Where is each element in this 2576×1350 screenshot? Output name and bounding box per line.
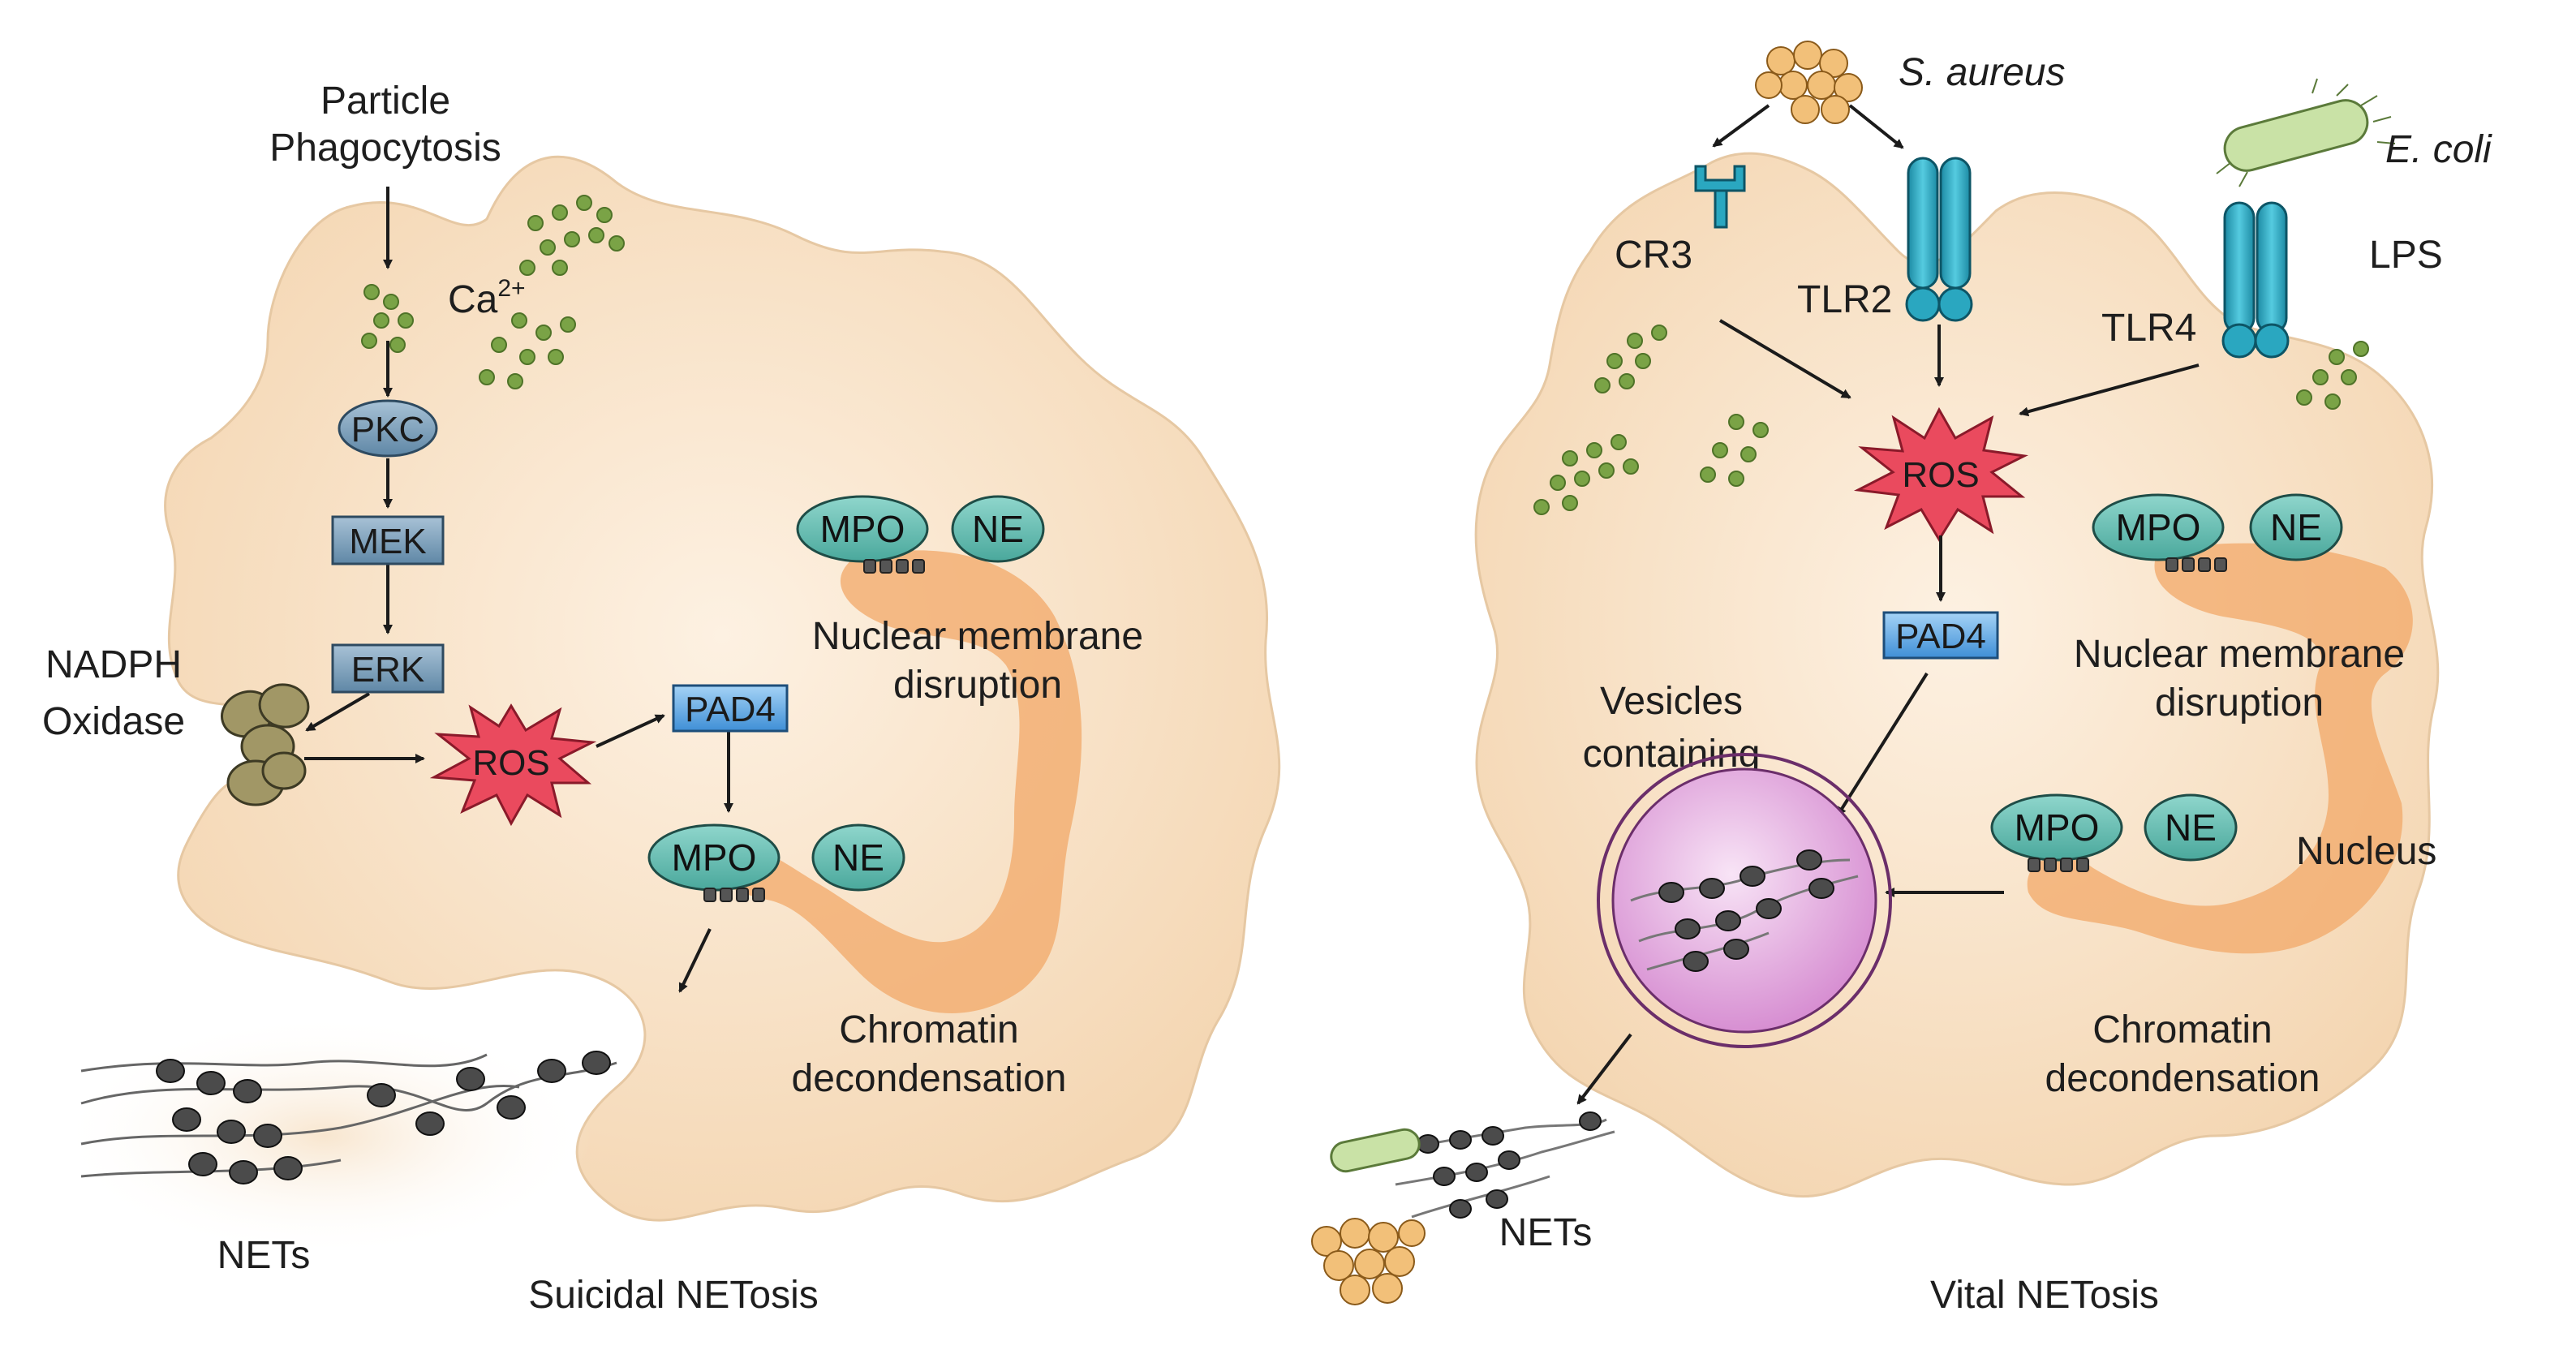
calcium-dots-right (1533, 325, 2369, 515)
nucleosomes-upper-left (863, 559, 925, 574)
membrane-label-1-left: Nuclear membrane (812, 615, 1143, 658)
nucleosomes-upper-right (2165, 557, 2227, 572)
mpo-lower-right (1990, 793, 2123, 862)
ne-label-lower-right: NE (2165, 806, 2217, 849)
chromatin-label-2-right: decondensation (2045, 1057, 2320, 1100)
nadph-label-1: NADPH (45, 643, 182, 686)
pad4-label-left: PAD4 (685, 690, 776, 729)
mpo-label-lower-right: MPO (2015, 806, 2100, 849)
cr3-receptor (1694, 165, 1746, 229)
nets-nucleosomes-right (1417, 1111, 1602, 1219)
tlr4-receptor (2221, 201, 2290, 359)
ros-burst-left (429, 703, 597, 827)
pkc-label: PKC (351, 410, 424, 449)
ne-label-upper-right: NE (2270, 506, 2322, 548)
ne-label-lower-left: NE (832, 836, 884, 879)
arrow-tlr4-ros (2019, 363, 2200, 417)
mpo-label-lower-left: MPO (672, 836, 757, 879)
vesicle-nucleosomes (1658, 849, 1834, 972)
vesicle-outer-ring (1597, 753, 1892, 1048)
nucleus-label: Nucleus (2296, 830, 2436, 873)
mpo-label-upper-left: MPO (820, 508, 905, 550)
membrane-label-2-right: disruption (2155, 681, 2324, 724)
arrow-pad4-vesicle (1836, 672, 1929, 817)
pkc-oval (338, 399, 438, 458)
chromatin-label-1-left: Chromatin (839, 1008, 1018, 1051)
pad4-box-right (1882, 611, 1999, 660)
e-coli-label: E. coli (2385, 128, 2492, 171)
trigger-label-2: Phagocytosis (269, 127, 501, 170)
trigger-label-1: Particle (320, 80, 450, 123)
ros-label-left: ROS (472, 743, 549, 783)
nucleus-left (709, 550, 1082, 1013)
nucleus-right (2027, 543, 2413, 954)
lps-label: LPS (2369, 234, 2443, 277)
s-aureus-cluster-bottom (1311, 1218, 1426, 1305)
ne-upper-left (951, 495, 1045, 563)
vital-netosis-panel: S. aureus E. coli LPS CR3 TLR2 (1311, 41, 2492, 1317)
mpo-label-upper-right: MPO (2116, 506, 2201, 548)
caption-vital: Vital NETosis (1930, 1274, 2159, 1317)
tlr2-receptor (1905, 157, 1973, 322)
arrow-cr3-ros (1718, 319, 1851, 399)
e-coli-bacterium-top (2216, 78, 2396, 187)
ne-label-upper-left: NE (972, 508, 1024, 550)
nadph-label-2: Oxidase (42, 700, 185, 743)
nets-glow-left (57, 1014, 592, 1258)
membrane-label-1-right: Nuclear membrane (2074, 633, 2405, 676)
nucleosomes-lower-left (703, 888, 765, 902)
arrow-to-nets-left (678, 928, 712, 993)
mpo-upper-right (2092, 493, 2225, 561)
erk-box (331, 643, 445, 694)
membrane-label-2-left: disruption (893, 664, 1062, 707)
ros-label-right: ROS (1902, 455, 1979, 495)
nets-nucleosomes-left (156, 1051, 611, 1184)
s-aureus-cluster-top (1755, 41, 1863, 124)
calcium-label: Ca2+ (448, 275, 526, 321)
pad4-box-left (672, 684, 789, 733)
vesicles-label-1: Vesicles (1600, 680, 1743, 723)
ne-upper-right (2249, 493, 2343, 561)
arrow-saureus-tlr2 (1848, 104, 1904, 149)
chromatin-label-1-right: Chromatin (2092, 1008, 2272, 1051)
nets-label-right: NETs (1499, 1211, 1593, 1254)
arrow-vesicle-nets (1576, 1033, 1632, 1105)
arrow-to-oxidase (305, 692, 371, 732)
caption-suicidal: Suicidal NETosis (528, 1274, 818, 1317)
ne-lower-left (811, 823, 905, 892)
arrow-to-pad4-left (596, 714, 665, 748)
mpo-upper-left (796, 495, 929, 563)
erk-label: ERK (351, 650, 424, 690)
suicidal-netosis-panel: Particle Phagocytosis Ca2+ PKC MEK ERK N… (42, 80, 1281, 1317)
ne-lower-right (2144, 793, 2238, 862)
nucleosomes-lower-right (2028, 858, 2089, 872)
s-aureus-label: S. aureus (1899, 51, 2065, 94)
tlr2-label: TLR2 (1797, 278, 1892, 321)
pad4-label-right: PAD4 (1895, 617, 1986, 656)
chromatin-label-2-left: decondensation (792, 1057, 1067, 1100)
tlr4-label: TLR4 (2101, 307, 2196, 350)
cr3-label: CR3 (1615, 234, 1692, 277)
nets-label-left: NETs (217, 1234, 311, 1277)
nadph-oxidase-complex (221, 683, 310, 806)
mek-label: MEK (349, 522, 426, 561)
vesicle (1611, 767, 1877, 1034)
e-coli-bacterium-bottom (1330, 1128, 1421, 1173)
calcium-dots-left (361, 195, 625, 389)
arrow-saureus-cr3 (1712, 104, 1770, 148)
mek-box (331, 515, 445, 565)
